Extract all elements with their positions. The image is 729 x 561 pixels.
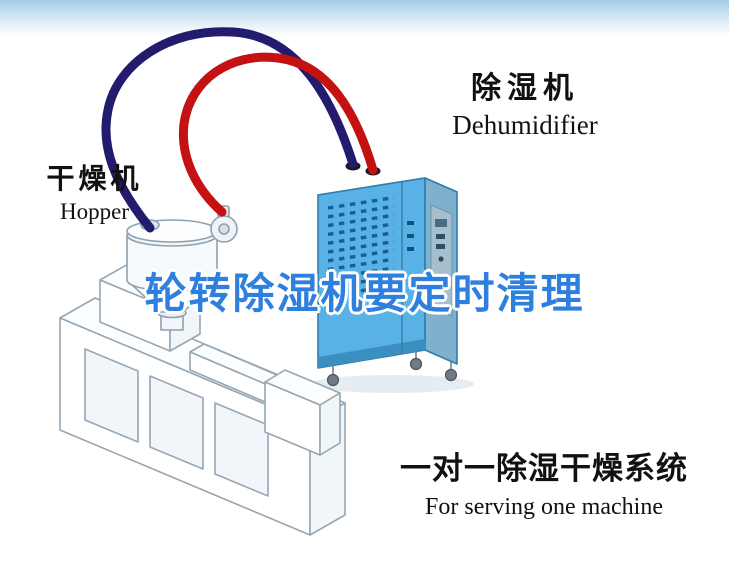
top-gradient-band [0, 0, 729, 36]
extruder-machine-illustration [59, 262, 346, 536]
dehumidifier-label-en: Dehumidifier [452, 109, 598, 140]
system-label-cn: 一对一除湿干燥系统 [400, 451, 688, 486]
dehumidifier-illustration [317, 161, 458, 387]
hopper-label-en: Hopper [60, 199, 129, 225]
hopper-label: 干燥机 Hopper [22, 163, 167, 226]
dehumidifier-label: 除湿机 Dehumidifier [436, 72, 614, 141]
control-panel [430, 204, 453, 317]
overlay-title: 轮转除湿机要定时清理 [144, 270, 585, 317]
dehumidifier-shadow [310, 375, 474, 393]
front-indicator-dots [407, 221, 414, 251]
hopper-label-cn: 干燥机 [46, 163, 143, 194]
hopper-illustration [126, 205, 238, 331]
return-air-hose [101, 27, 358, 233]
dehumidifier-label-cn: 除湿机 [471, 72, 579, 105]
supply-air-hose [178, 52, 378, 217]
system-label-en: For serving one machine [425, 493, 663, 520]
system-label: 一对一除湿干燥系统 For serving one machine [388, 451, 700, 521]
vent-grid [327, 195, 395, 307]
